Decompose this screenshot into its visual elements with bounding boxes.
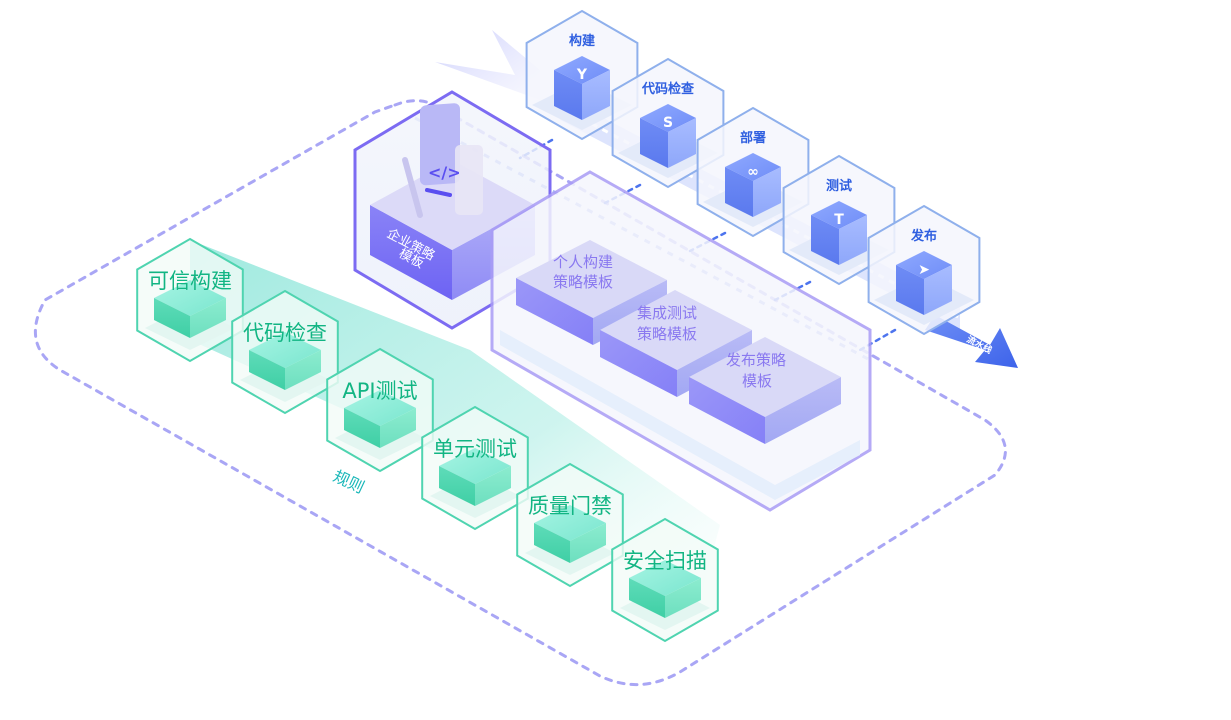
pipeline-stage: T 测试 — [782, 154, 896, 286]
rule-item-label: 安全扫描 — [623, 549, 707, 573]
release-icon: ➤ — [918, 262, 930, 278]
rule-item: 安全扫描 — [611, 517, 719, 643]
rule-item: 代码检查 — [231, 289, 339, 415]
pipeline-stage: ∞ 部署 — [696, 106, 810, 238]
pipeline-arrow-label: 流水线 — [965, 333, 994, 356]
rule-item-label: API测试 — [342, 379, 417, 403]
rule-item-label: 质量门禁 — [528, 494, 612, 518]
template-2-line2: 策略模板 — [637, 325, 697, 343]
policy-document-icon: </> — [402, 103, 483, 218]
pipeline-stage-label: 测试 — [826, 178, 852, 194]
rule-item-label: 单元测试 — [433, 437, 517, 461]
pipeline-stage: Y 构建 — [525, 9, 639, 141]
pipeline-stages: Y 构建 S 代码检查 ∞ 部署 T 测试 ➤ 发布 — [525, 9, 981, 336]
rule-item: 可信构建 — [136, 237, 244, 363]
template-3-line1: 发布策略 — [726, 351, 786, 369]
rules-label: 规则 — [330, 466, 367, 497]
template-card-release: 发布策略 模板 — [689, 337, 841, 444]
template-2-line1: 集成测试 — [637, 304, 697, 322]
pipeline-stage-label: 构建 — [569, 33, 595, 49]
pipeline-stage-label: 代码检查 — [641, 81, 695, 97]
template-card-integration-test: 集成测试 策略模板 — [600, 290, 752, 397]
template-3-line2: 模板 — [742, 372, 772, 390]
template-1-line2: 策略模板 — [553, 273, 613, 291]
build-icon: Y — [576, 67, 588, 83]
rule-item-label: 代码检查 — [243, 321, 327, 345]
rule-item-label: 可信构建 — [148, 269, 232, 293]
pipeline-stage-label: 发布 — [910, 228, 937, 244]
deploy-icon: ∞ — [747, 164, 759, 180]
rule-item: 质量门禁 — [516, 462, 624, 588]
pipeline-stage: ➤ 发布 — [867, 204, 981, 336]
rule-item: 单元测试 — [421, 405, 529, 531]
rule-item: API测试 — [326, 347, 434, 473]
svg-text:</>: </> — [428, 163, 461, 182]
pipeline-stage: S 代码检查 — [611, 57, 725, 189]
code-check-icon: S — [663, 115, 673, 131]
template-1-line1: 个人构建 — [553, 253, 613, 271]
test-icon: T — [834, 212, 844, 228]
pipeline-light-beam — [435, 30, 540, 100]
pipeline-stage-label: 部署 — [740, 130, 766, 146]
